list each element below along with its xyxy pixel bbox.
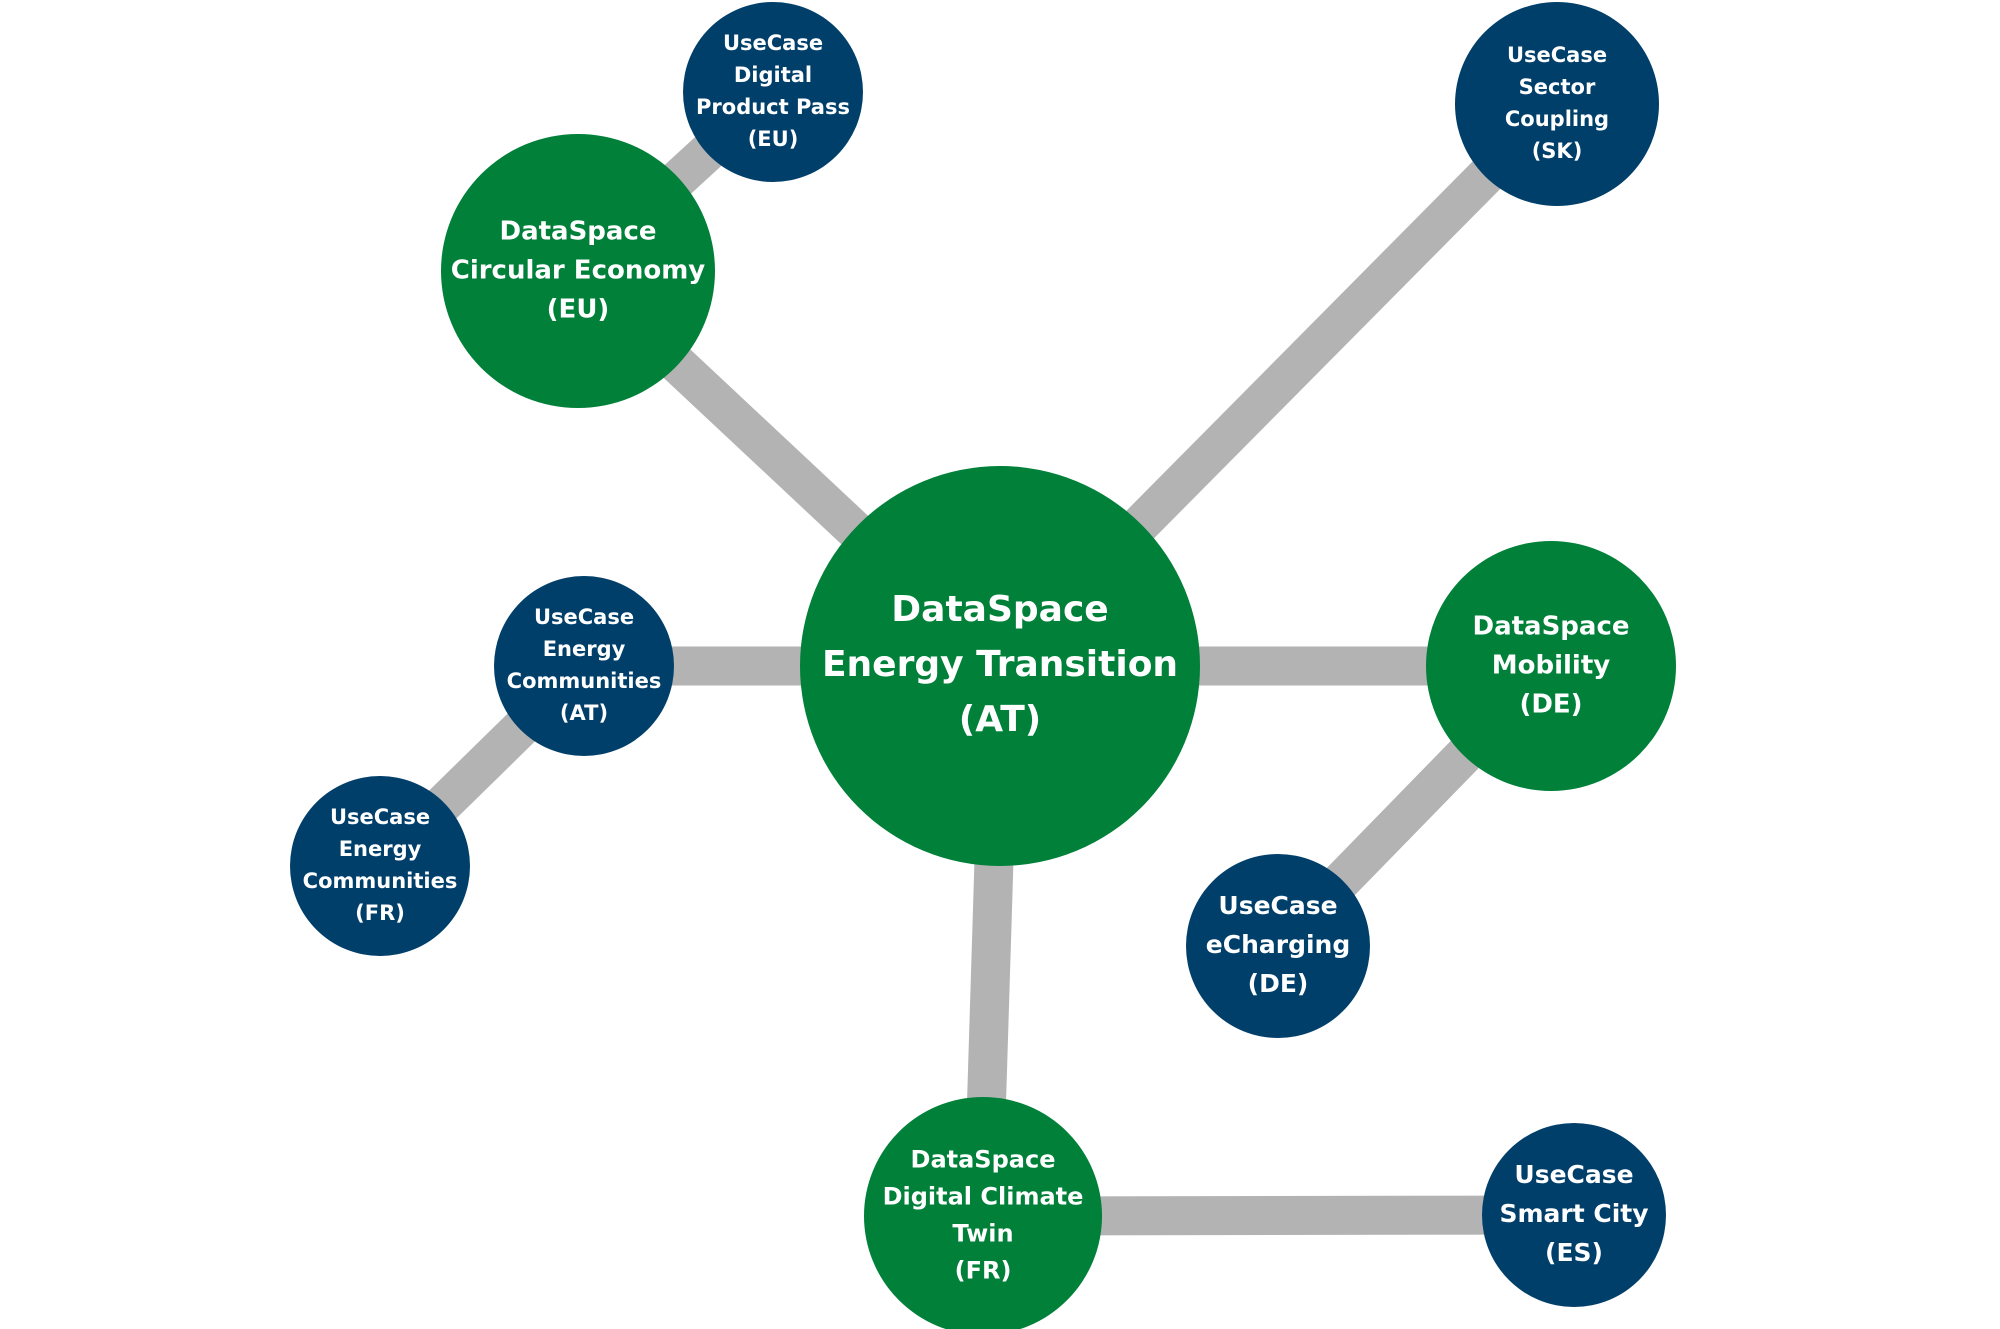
dataspace-circle [1426, 541, 1676, 791]
node-label-line: (AT) [959, 699, 1042, 740]
node-label-line: Digital Climate [883, 1183, 1084, 1211]
usecase-circle [494, 576, 674, 756]
node-label-line: DataSpace [1472, 612, 1629, 642]
node-label-line: Sector [1519, 75, 1596, 99]
node-label-line: Communities [507, 669, 662, 693]
node-label-line: Mobility [1492, 651, 1611, 681]
node-label-line: (ES) [1545, 1238, 1603, 1267]
usecase-circle [1186, 854, 1370, 1038]
node-label-line: UseCase [1218, 891, 1337, 920]
usecase-circle [1455, 2, 1659, 206]
node-label-line: DataSpace [891, 589, 1108, 630]
node-label-line: Energy [339, 837, 422, 861]
node-label-line: (DE) [1248, 969, 1309, 998]
dataspace-circle [864, 1097, 1102, 1329]
node-label-line: Coupling [1505, 107, 1609, 131]
node-label-line: UseCase [534, 605, 634, 629]
node-label-line: (SK) [1532, 139, 1583, 163]
node-label-line: Smart City [1499, 1199, 1648, 1228]
node-label-line: Twin [952, 1220, 1013, 1248]
node-label-line: UseCase [1507, 43, 1607, 67]
usecase-circle [1482, 1123, 1666, 1307]
node-label-line: (FR) [355, 901, 405, 925]
node-label-line: (FR) [955, 1257, 1012, 1285]
usecase-circle [683, 2, 863, 182]
node-label-line: eCharging [1206, 930, 1350, 959]
node-label-line: Digital [734, 63, 812, 87]
node-label-line: (EU) [547, 295, 610, 325]
usecase-circle [290, 776, 470, 956]
node-label-line: Product Pass [696, 95, 850, 119]
node-label-line: (DE) [1519, 690, 1582, 720]
dataspace-circle [800, 466, 1200, 866]
node-label-line: (EU) [748, 127, 799, 151]
node-label-line: UseCase [330, 805, 430, 829]
node-label-line: UseCase [1514, 1160, 1633, 1189]
node-label-line: UseCase [723, 31, 823, 55]
node-label-line: DataSpace [911, 1146, 1056, 1174]
dataspace-circle [441, 134, 715, 408]
node-label-line: Energy [543, 637, 626, 661]
node-label-line: Circular Economy [451, 256, 706, 286]
node-echarging: UseCase eCharging (DE) [1186, 854, 1370, 1038]
node-label-line: DataSpace [499, 217, 656, 247]
node-label-line: Energy Transition [822, 644, 1178, 685]
node-label-line: (AT) [560, 701, 608, 725]
node-label-line: Communities [303, 869, 458, 893]
